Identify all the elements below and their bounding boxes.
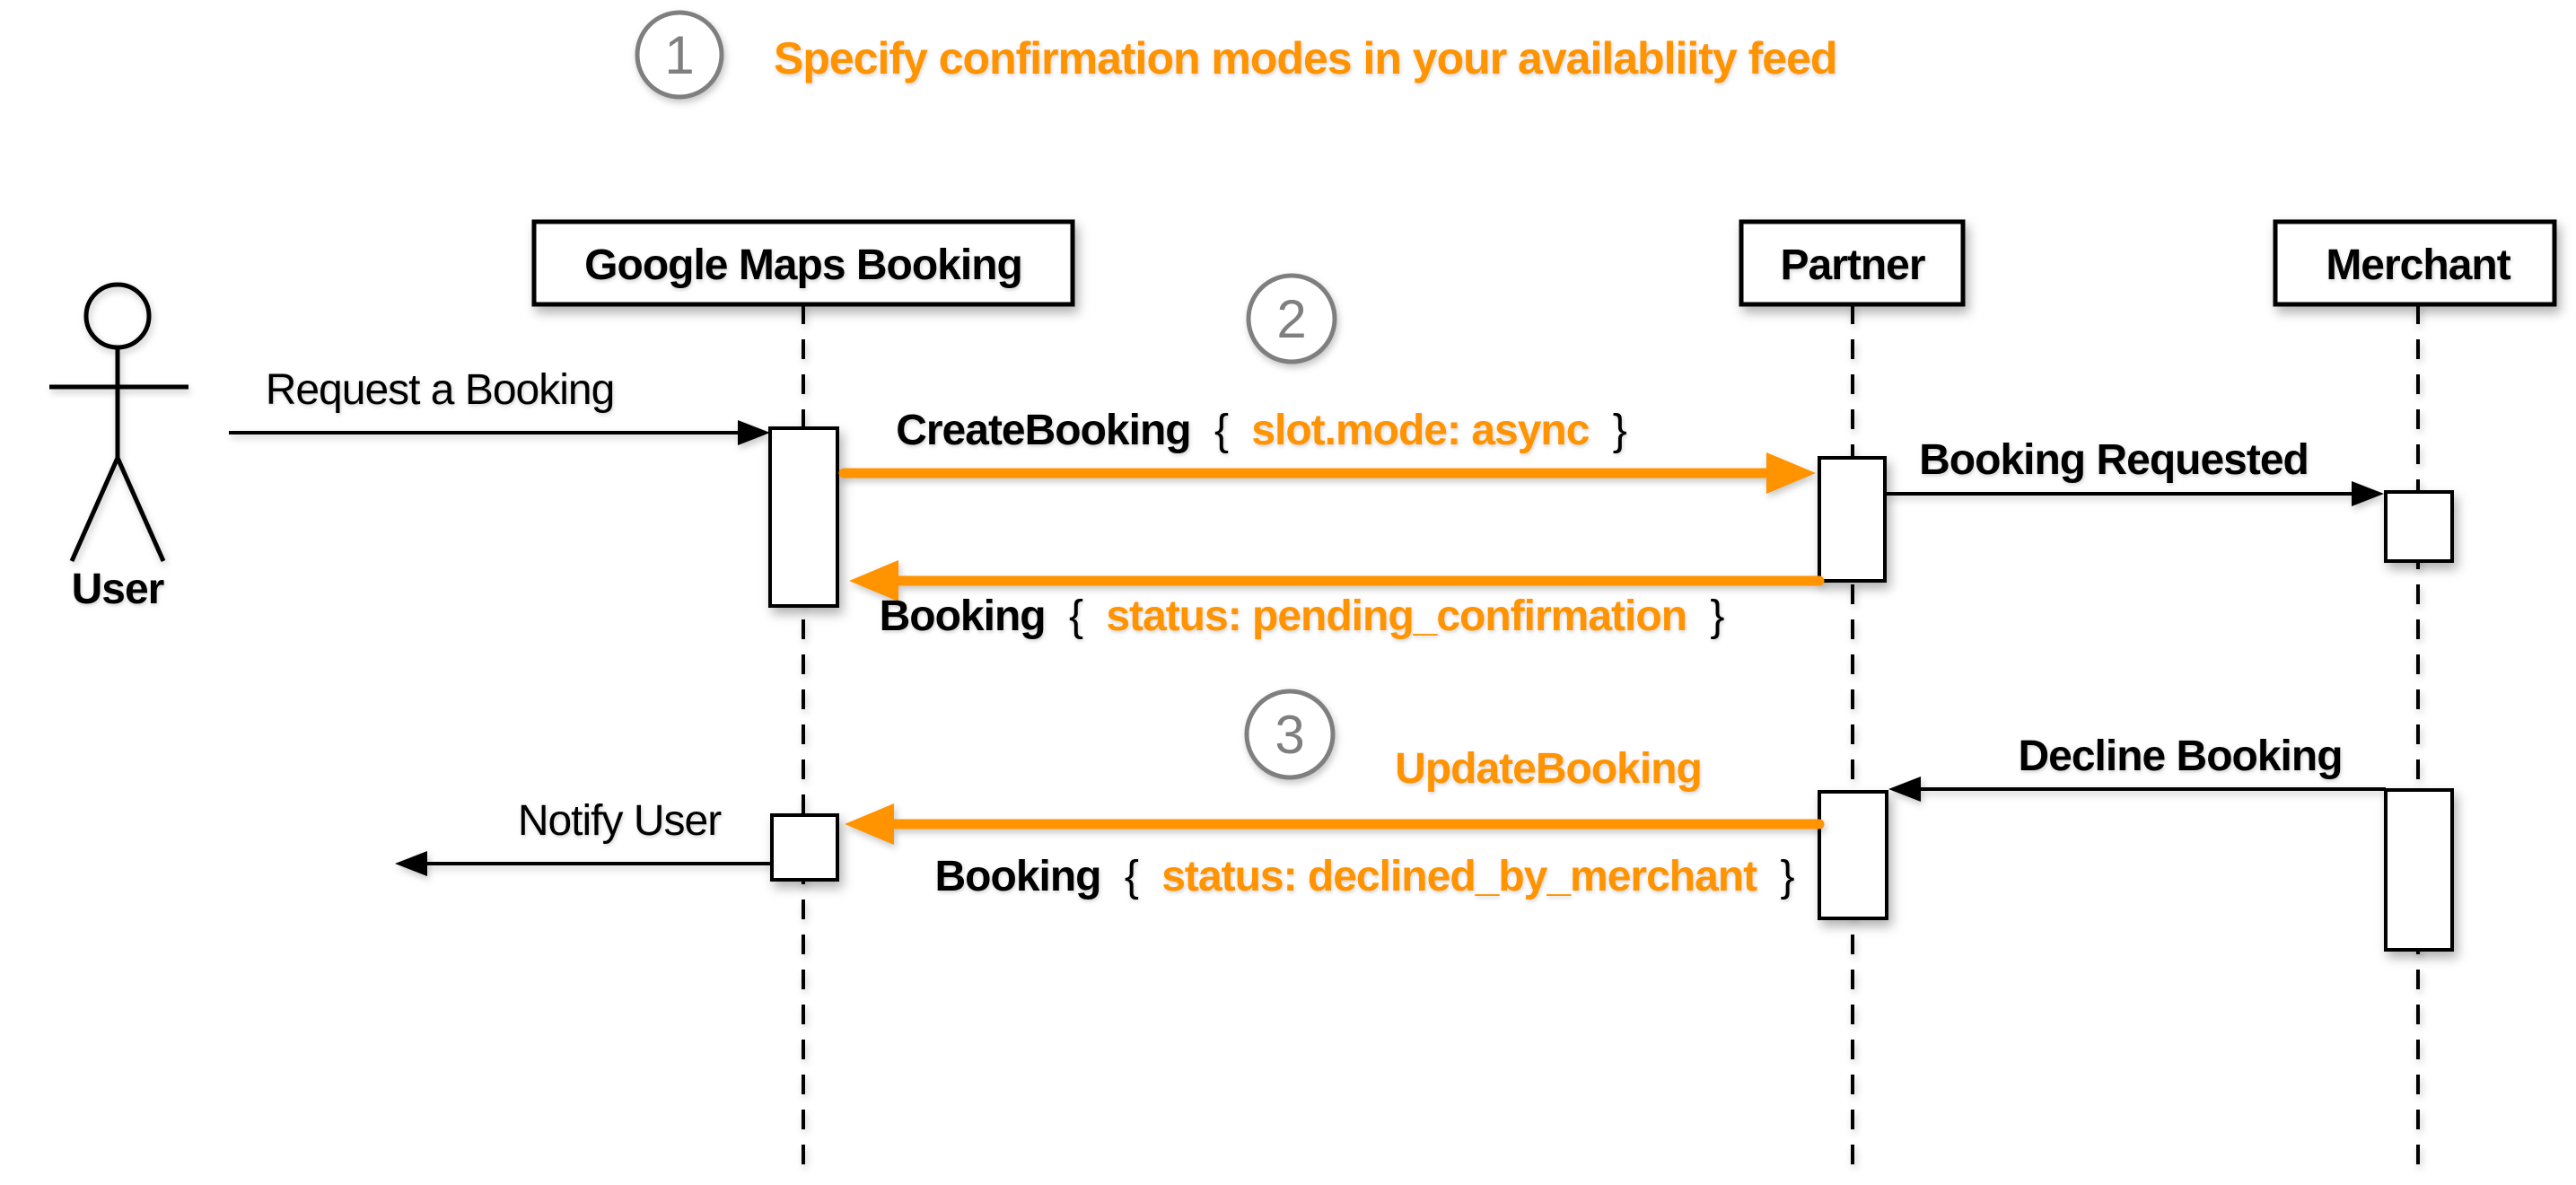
booking-pending-arrowhead-icon xyxy=(849,560,898,601)
activation-partner-2 xyxy=(1818,790,1888,920)
booking-pending-close-brace: } xyxy=(1710,592,1724,640)
create-booking-label: CreateBooking { slot.mode: async } xyxy=(896,407,1627,454)
page-title: Specify confirmation modes in your avail… xyxy=(774,33,1836,83)
activation-partner-1 xyxy=(1818,456,1887,583)
request-booking-arrowhead-icon xyxy=(738,420,770,445)
step-3-badge: 3 xyxy=(1244,689,1336,780)
booking-requested-arrowhead-icon xyxy=(2352,481,2384,506)
booking-declined-method: Booking xyxy=(935,853,1101,900)
actor-boxes: Google Maps Booking Partner Merchant xyxy=(531,219,2557,307)
user-actor: User xyxy=(49,282,188,613)
booking-pending-param: status: pending_confirmation xyxy=(1106,592,1687,640)
step-1-circle-icon xyxy=(635,10,724,100)
message-labels: Request a Booking CreateBooking { slot.m… xyxy=(266,366,2344,900)
step-3-circle-icon xyxy=(1244,689,1336,780)
activation-google-2 xyxy=(770,813,839,882)
actor-label-google: Google Maps Booking xyxy=(584,241,1022,289)
booking-pending-label: Booking { status: pending_confirmation } xyxy=(880,592,1725,640)
activation-bars xyxy=(768,426,2454,952)
create-booking-close-brace: } xyxy=(1613,407,1627,454)
booking-declined-close-brace: } xyxy=(1780,853,1794,900)
create-booking-param: slot.mode: async xyxy=(1251,407,1589,454)
notify-user-arrowhead-icon xyxy=(395,851,427,876)
step-2-circle-icon xyxy=(1246,273,1337,364)
update-booking-arrowhead-icon xyxy=(845,803,894,845)
diagram-title-group: 1 Specify confirmation modes in your ava… xyxy=(635,10,1837,100)
decline-booking-arrowhead-icon xyxy=(1888,777,1921,802)
create-booking-method: CreateBooking xyxy=(896,407,1190,454)
step-2-number: 2 xyxy=(1276,289,1306,349)
actor-label-merchant: Merchant xyxy=(2326,241,2510,289)
decline-booking-label: Decline Booking xyxy=(2018,733,2342,780)
request-booking-label: Request a Booking xyxy=(266,366,615,414)
actor-box-partner xyxy=(1739,219,1966,307)
step-1-number: 1 xyxy=(664,25,694,85)
create-booking-arrowhead-icon xyxy=(1766,452,1816,494)
booking-declined-open-brace: { xyxy=(1125,853,1139,900)
activation-merchant-1 xyxy=(2384,490,2454,563)
activation-merchant-2 xyxy=(2384,788,2454,952)
update-booking-label: UpdateBooking xyxy=(1395,745,1702,793)
message-arrows xyxy=(229,420,2386,876)
user-figure-head-icon xyxy=(83,282,152,350)
booking-requested-label: Booking Requested xyxy=(1919,436,2309,484)
booking-pending-method: Booking xyxy=(880,592,1046,640)
actor-label-partner: Partner xyxy=(1780,241,1924,289)
actor-label-user: User xyxy=(72,566,164,613)
step-2-badge: 2 xyxy=(1246,273,1337,364)
step-3-number: 3 xyxy=(1275,705,1304,765)
booking-pending-open-brace: { xyxy=(1069,592,1083,640)
actor-box-merchant xyxy=(2273,219,2557,307)
user-figure-left-leg xyxy=(69,456,120,563)
activation-google-1 xyxy=(768,426,839,608)
actor-box-google xyxy=(531,219,1075,307)
create-booking-open-brace: { xyxy=(1214,407,1229,454)
user-figure-right-leg xyxy=(115,456,166,563)
booking-declined-param: status: declined_by_merchant xyxy=(1161,853,1757,900)
notify-user-label: Notify User xyxy=(518,797,722,845)
booking-declined-label: Booking { status: declined_by_merchant } xyxy=(935,853,1795,900)
